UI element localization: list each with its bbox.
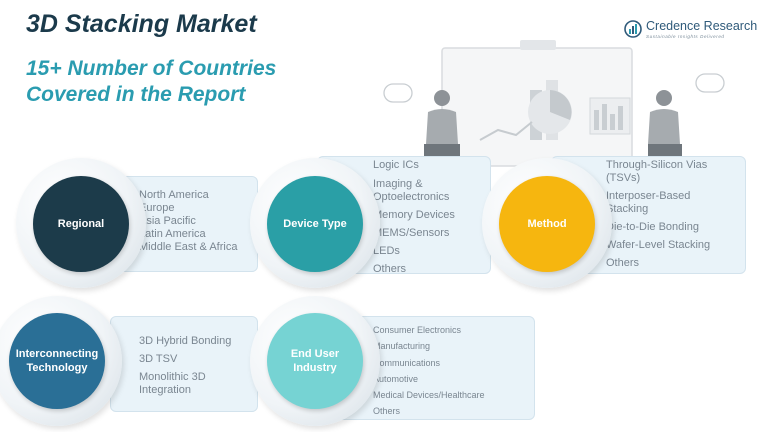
regional-items-list: North America Europe Asia Pacific Latin … [111, 177, 257, 254]
regional-circle: Regional [33, 176, 129, 272]
method-circle: Method [499, 176, 595, 272]
list-item: Europe [139, 202, 175, 214]
interconnecting-items-list: 3D Hybrid Bonding 3D TSV Monolithic 3D I… [111, 317, 257, 397]
device-type-items-list: Logic ICs Imaging & Optoelectronics Memo… [318, 157, 490, 276]
brand-logo: Credence Research Sustainable Insights D… [624, 18, 758, 42]
brand-mark-icon [624, 20, 642, 38]
list-item: Medical Devices/Healthcare [373, 390, 485, 401]
interconnecting-label-line-2: Technology [26, 362, 88, 374]
list-item: Asia Pacific [139, 215, 196, 227]
list-item: Integration [139, 384, 191, 396]
method-label: Method [527, 218, 567, 230]
list-item: North America [139, 189, 209, 201]
list-item: Optoelectronics [373, 191, 450, 203]
end-user-circle: End User Industry [267, 313, 363, 409]
list-item: Consumer Electronics [373, 325, 462, 335]
method-items-list: Through-Silicon Vias (TSVs) Interposer-B… [552, 157, 745, 270]
end-user-label-line-1: End User [290, 348, 340, 360]
device-type-label: Device Type [283, 218, 347, 230]
list-item: Middle East & Africa [139, 241, 238, 253]
list-item: Others [606, 257, 640, 269]
list-item: (TSVs) [606, 172, 641, 184]
page-subtitle: 15+ Number of Countries Covered in the R… [26, 56, 276, 108]
interconnecting-items-card: 3D Hybrid Bonding 3D TSV Monolithic 3D I… [110, 316, 258, 412]
subtitle-line-1: 15+ Number of Countries [26, 57, 277, 80]
list-item: Communications [373, 357, 441, 368]
list-item: Others [373, 263, 407, 275]
list-item: Manufacturing [373, 341, 431, 352]
list-item: 3D TSV [139, 353, 178, 365]
list-item: Wafer-Level Stacking [606, 239, 711, 251]
subtitle-line-2: Covered in the Report [26, 83, 246, 106]
regional-label: Regional [57, 218, 105, 230]
interconnecting-label: Interconnecting Technology [16, 347, 99, 375]
brand-tagline: Sustainable Insights Delivered [646, 34, 725, 39]
device-type-circle: Device Type [267, 176, 363, 272]
list-item: Logic ICs [373, 159, 419, 171]
page-title: 3D Stacking Market [26, 10, 257, 38]
list-item: Die-to-Die Bonding [606, 221, 699, 233]
interconnecting-circle: Interconnecting Technology [9, 313, 105, 409]
list-item: Stacking [606, 203, 649, 215]
list-item: Monolithic 3D [139, 371, 206, 383]
presentation-illustration [383, 40, 725, 167]
brand-name: Credence Research [646, 19, 758, 33]
list-item: 3D Hybrid Bonding [139, 335, 232, 347]
list-item: Interposer-Based [606, 190, 691, 202]
list-item: Automotive [373, 373, 419, 384]
interconnecting-label-line-1: Interconnecting [15, 348, 99, 360]
end-user-items-list: Consumer Electronics Manufacturing Commu… [318, 317, 534, 420]
list-item: LEDs [373, 245, 400, 257]
end-user-label: End User Industry [291, 347, 339, 375]
list-item: Latin America [139, 228, 206, 240]
list-item: Memory Devices [373, 209, 455, 221]
list-item: Others [373, 406, 401, 417]
list-item: MEMS/Sensors [373, 227, 450, 239]
list-item: Imaging & [373, 178, 423, 190]
end-user-label-line-2: Industry [293, 362, 337, 374]
list-item: Through-Silicon Vias [606, 159, 708, 171]
